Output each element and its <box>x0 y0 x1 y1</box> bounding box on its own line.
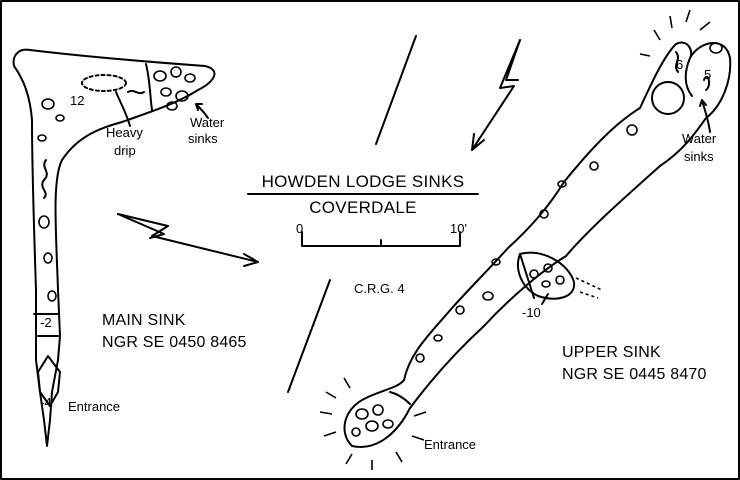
upper-water-sinks-label-2: sinks <box>684 149 714 164</box>
scale-start-label: 0 <box>296 221 304 236</box>
upper-water-sinks-label-1: Water <box>682 131 717 146</box>
scale-end-label: 10' <box>450 221 467 236</box>
north-arrow-upper-icon <box>471 39 521 151</box>
divider-line <box>375 35 417 145</box>
main-entrance-label: Entrance <box>68 399 121 414</box>
upper-entrance-label: Entrance <box>424 437 477 452</box>
main-water-sinks-label-1: Water <box>190 115 225 130</box>
main-depth-entrance: -4 <box>40 395 52 410</box>
upper-top-pool <box>651 81 685 115</box>
upper-depth-top-b: 5 <box>704 67 712 82</box>
depth-leader <box>541 293 549 305</box>
upper-water-flow <box>675 51 679 73</box>
main-boulders <box>37 66 196 302</box>
upper-depth-top-a: 6 <box>676 57 684 72</box>
main-depth-chamber: 12 <box>70 93 85 108</box>
heavy-drip-feature <box>81 74 127 92</box>
survey-subtitle: COVERDALE <box>309 198 417 217</box>
surface-rays <box>319 9 711 470</box>
divider-line <box>287 279 331 393</box>
main-entrance-shaft <box>37 355 61 407</box>
upper-boulders <box>351 42 723 437</box>
upper-entrance-lip <box>389 391 411 405</box>
upper-sink-grid-ref: NGR SE 0445 8470 <box>562 366 707 383</box>
heavy-drip-label-1: Heavy <box>106 125 143 140</box>
upper-depth-side: -10 <box>522 305 541 320</box>
main-chamber-wall <box>145 63 153 111</box>
heavy-drip-leader <box>115 91 131 127</box>
main-water-leader <box>195 103 209 119</box>
north-arrow-main-icon <box>117 213 259 267</box>
main-sink-grid-ref: NGR SE 0450 8465 <box>102 334 247 351</box>
upper-side-chamber-wall <box>519 253 535 299</box>
upper-sink-name: UPPER SINK <box>562 344 661 361</box>
main-depth-mid: -2 <box>40 315 52 330</box>
main-water-sinks-label-2: sinks <box>188 131 218 146</box>
heavy-drip-label-2: drip <box>114 143 136 158</box>
upper-top-divide <box>684 57 693 97</box>
survey-credit: C.R.G. 4 <box>354 281 405 296</box>
scale-bar <box>301 231 461 247</box>
upper-sink-outline <box>343 41 732 448</box>
survey-title: HOWDEN LODGE SINKS <box>261 172 465 191</box>
main-water-flow <box>41 159 48 199</box>
main-sink-outline <box>12 48 216 447</box>
main-water-flow <box>127 89 145 95</box>
upper-side-chamber <box>517 251 576 300</box>
upper-water-flow <box>703 75 711 91</box>
main-sink-name: MAIN SINK <box>102 312 186 329</box>
upper-water-leader <box>699 99 711 133</box>
